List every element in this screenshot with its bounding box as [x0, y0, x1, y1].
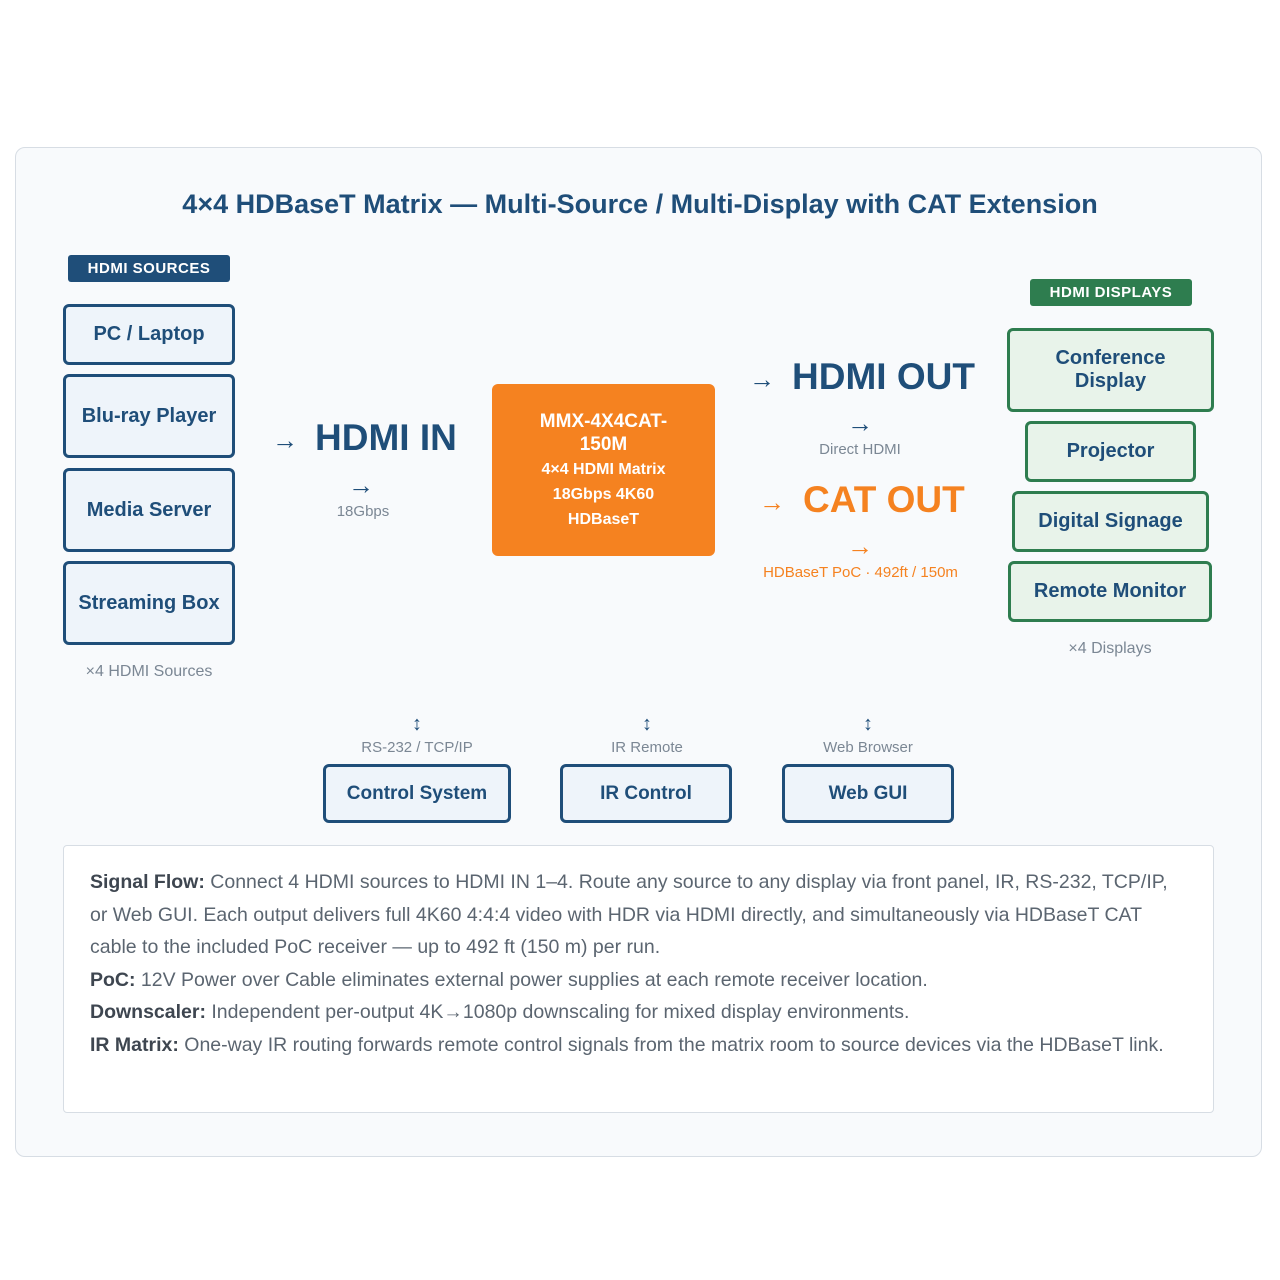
sources-tag: HDMI SOURCES: [68, 255, 230, 282]
note-label: IR Matrix:: [90, 1033, 179, 1056]
matrix-model: MMX-4X4CAT-150M: [539, 410, 668, 455]
note-label: PoC:: [90, 968, 136, 991]
note-text: One-way IR routing forwards remote contr…: [178, 1033, 1164, 1056]
source-streaming-box: Streaming Box: [63, 561, 235, 645]
hdmi-in-arrow-icon: →: [272, 425, 298, 455]
matrix-switcher: MMX-4X4CAT-150M 4×4 HDMI Matrix 18Gbps 4…: [492, 384, 715, 556]
ir-control-arrow-icon: ↕: [642, 713, 652, 735]
display-remote-monitor: Remote Monitor: [1008, 561, 1212, 622]
ir-control-protocol: IR Remote: [611, 739, 683, 756]
source-bluray-player: Blu-ray Player: [63, 374, 235, 458]
note-signal-flow: Signal Flow: Connect 4 HDMI sources to H…: [90, 866, 1187, 964]
source-media-server: Media Server: [63, 468, 235, 552]
hdmi-in-label: HDMI IN: [315, 417, 457, 458]
control-system-arrow-icon: ↕: [412, 713, 422, 735]
hdmi-out-label: HDMI OUT: [792, 356, 975, 397]
sources-caption: ×4 HDMI Sources: [85, 663, 213, 680]
cat-out-sub-arrow-icon: →: [847, 531, 873, 561]
web-gui-protocol: Web Browser: [823, 739, 913, 756]
hdmi-in-sub-arrow-icon: →: [348, 470, 374, 500]
hdmi-in-bandwidth: 18Gbps: [336, 503, 390, 520]
note-text: 12V Power over Cable eliminates external…: [135, 968, 928, 991]
note-poc: PoC: 12V Power over Cable eliminates ext…: [90, 964, 1187, 997]
notes-panel: Signal Flow: Connect 4 HDMI sources to H…: [63, 845, 1214, 1113]
note-downscaler: Downscaler: Independent per-output 4K→10…: [90, 996, 1187, 1029]
hdmi-out-direct: Direct HDMI: [819, 441, 901, 458]
web-gui-box: Web GUI: [782, 764, 954, 823]
displays-caption: ×4 Displays: [1068, 640, 1152, 657]
display-digital-signage: Digital Signage: [1012, 491, 1209, 552]
source-pc-laptop: PC / Laptop: [63, 304, 235, 365]
matrix-spec-1: 4×4 HDMI Matrix: [541, 460, 666, 478]
control-system-protocol: RS-232 / TCP/IP: [361, 739, 473, 756]
diagram-title: 4×4 HDBaseT Matrix — Multi-Source / Mult…: [182, 189, 1098, 219]
note-text: Independent per-output 4K→1080p downscal…: [205, 1001, 910, 1023]
cat-out-label: CAT OUT: [803, 479, 965, 520]
displays-tag: HDMI DISPLAYS: [1030, 279, 1192, 306]
web-gui-arrow-icon: ↕: [863, 713, 873, 735]
note-text: Connect 4 HDMI sources to HDMI IN 1–4. R…: [90, 871, 1168, 958]
hdmi-out-arrow-icon: →: [749, 364, 775, 394]
note-ir-matrix: IR Matrix: One-way IR routing forwards r…: [90, 1029, 1187, 1062]
cat-out-arrow-icon: →: [759, 487, 785, 517]
display-projector: Projector: [1025, 421, 1196, 482]
matrix-spec-2: 18Gbps 4K60: [552, 485, 655, 503]
note-label: Signal Flow:: [90, 871, 205, 893]
control-system-box: Control System: [323, 764, 511, 823]
matrix-spec-3: HDBaseT: [567, 510, 640, 528]
note-label: Downscaler:: [90, 1001, 206, 1023]
display-conference: Conference Display: [1007, 328, 1214, 412]
hdmi-out-sub-arrow-icon: →: [847, 408, 873, 438]
ir-control-box: IR Control: [560, 764, 732, 823]
cat-out-spec: HDBaseT PoC · 492ft / 150m: [763, 564, 958, 581]
